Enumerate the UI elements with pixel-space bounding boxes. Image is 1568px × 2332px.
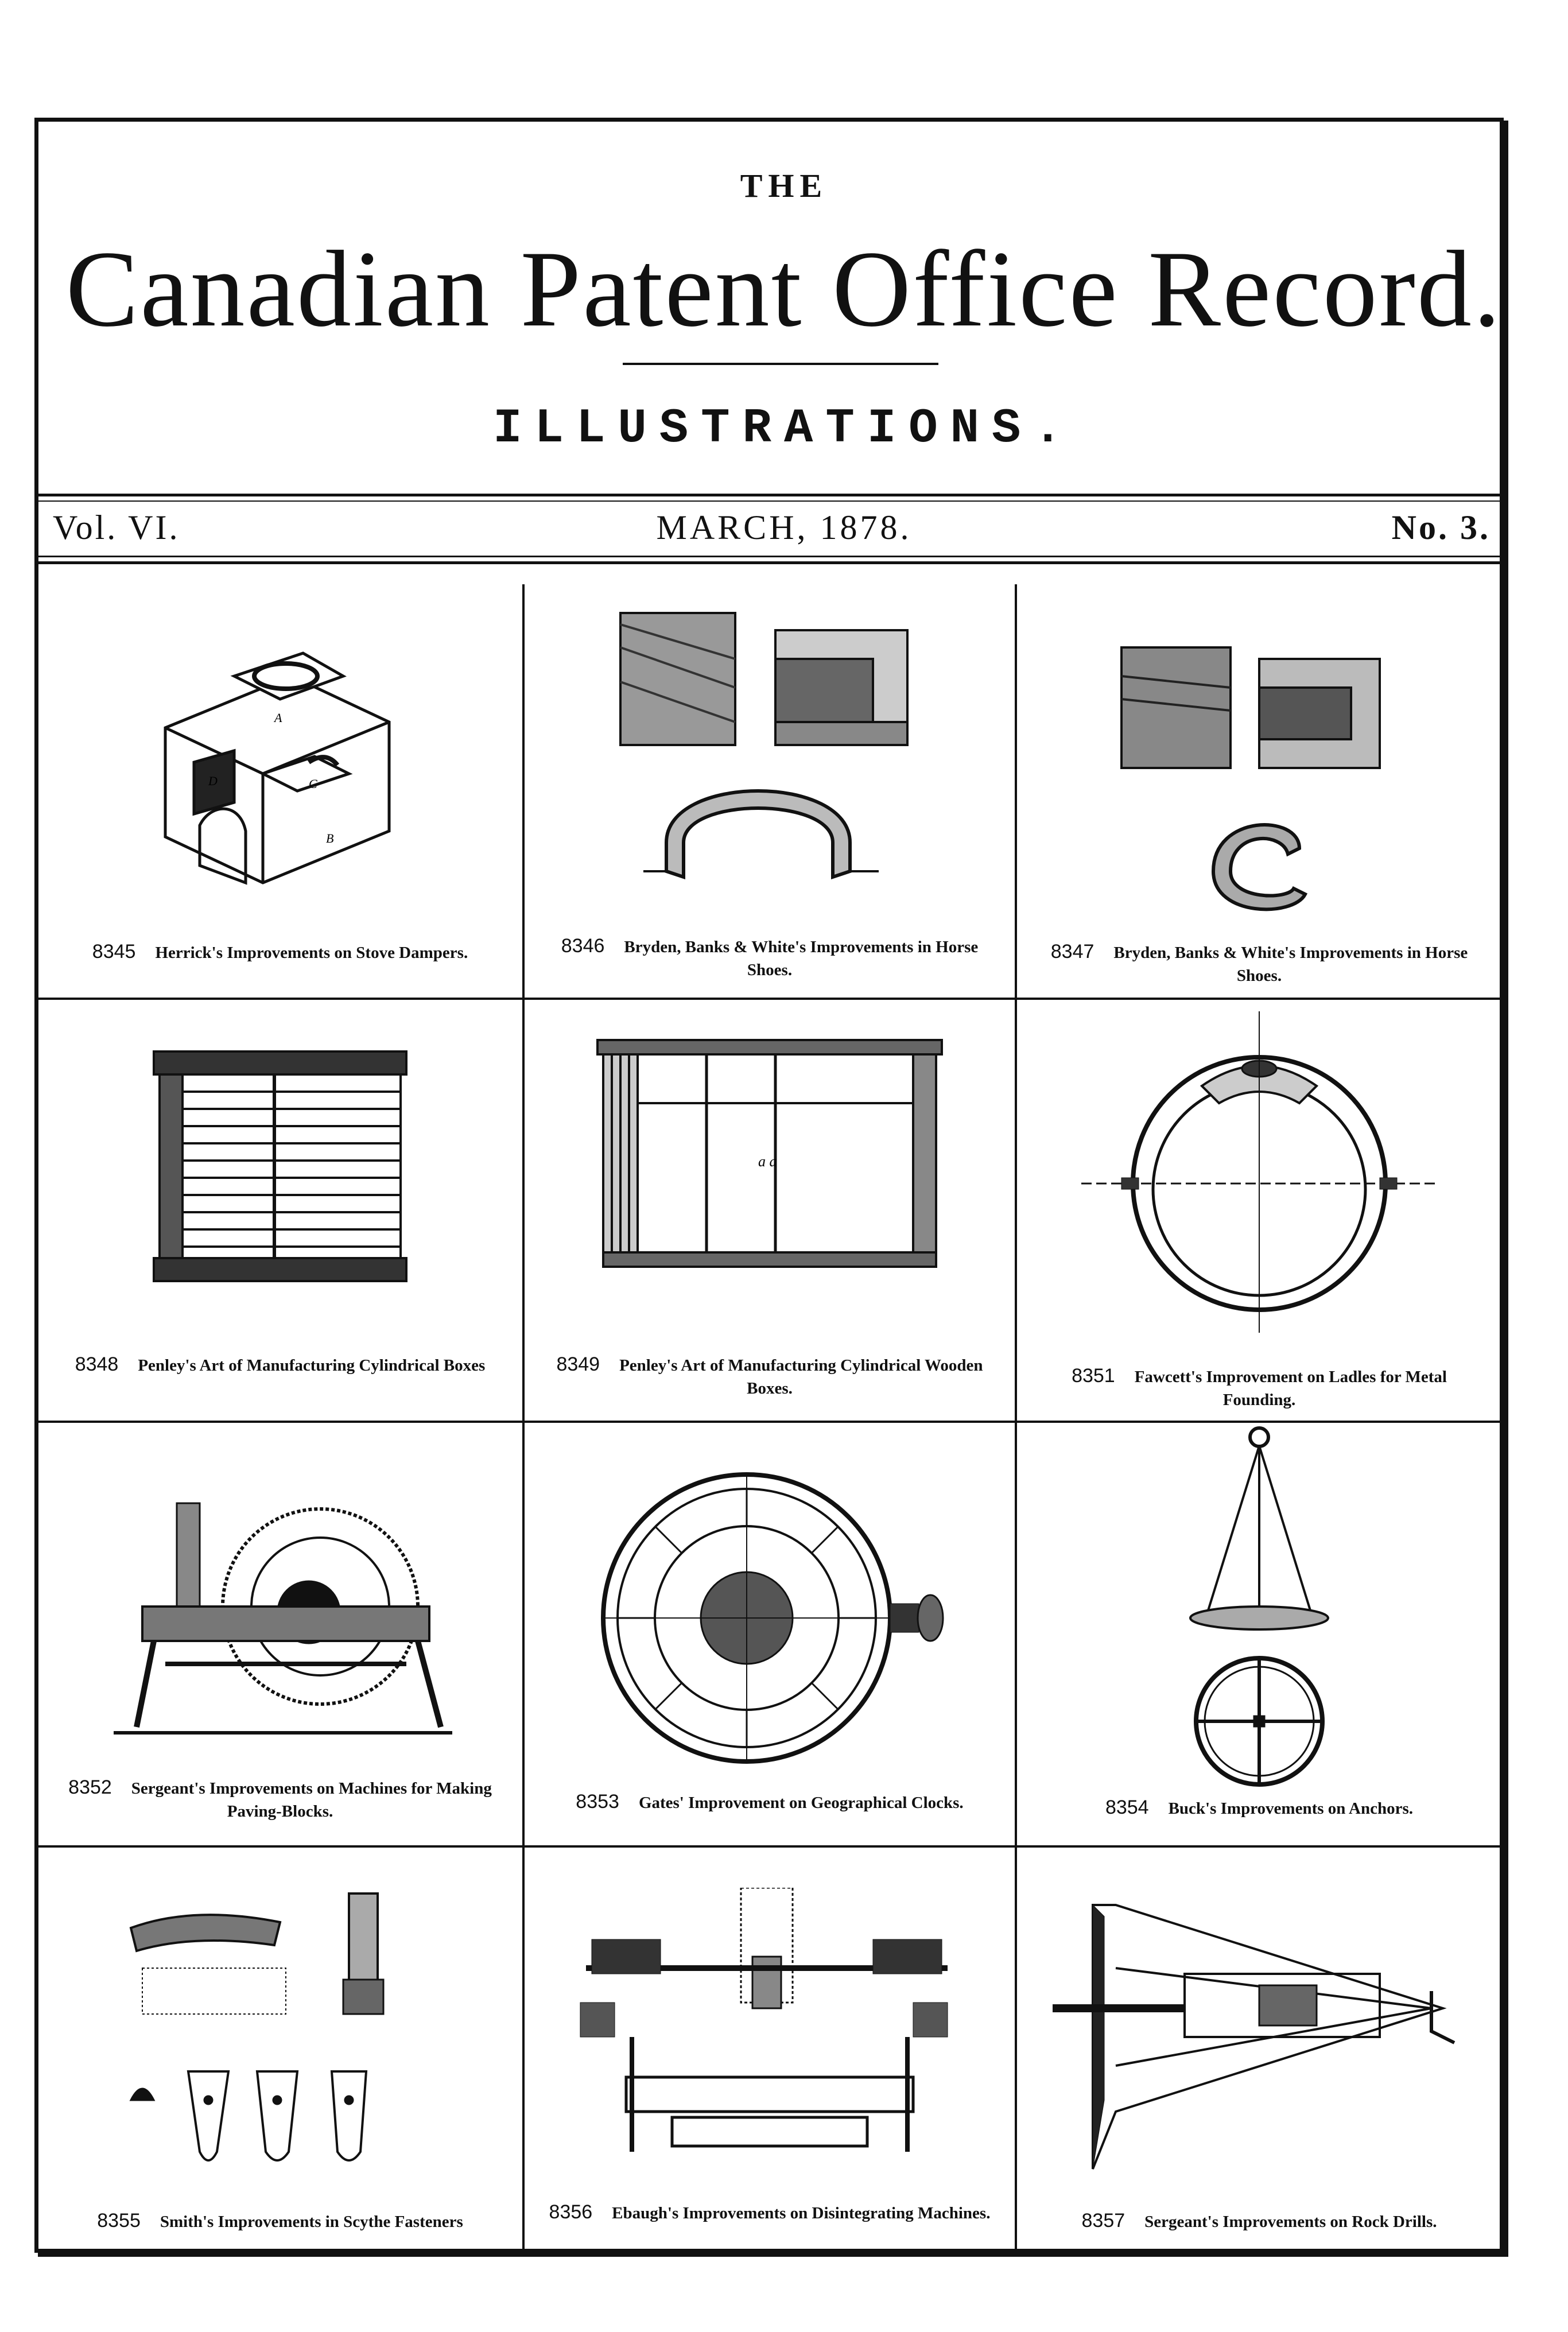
figure-caption: 8355 Smith's Improvements in Scythe Faste…	[38, 2209, 522, 2233]
figure-title: Ebaugh's Improvements on Disintegrating …	[612, 2204, 991, 2222]
figure-cell-8356: 8356 Ebaugh's Improvements on Disintegrat…	[525, 1848, 1015, 2250]
figure-caption: 8351 Fawcett's Improvement on Ladles for …	[1017, 1364, 1501, 1411]
figure-cell-8355: 8355 Smith's Improvements in Scythe Faste…	[38, 1848, 522, 2250]
figure-number: 8354	[1105, 1796, 1149, 1818]
wooden-box-icon: a a	[596, 1039, 943, 1268]
svg-text:B: B	[326, 831, 333, 845]
grid-row-divider-1	[38, 998, 1501, 1000]
anchor-icon	[1189, 1426, 1329, 1787]
volume-label: Vol. VI.	[53, 509, 180, 546]
frame-shadow-right	[1500, 121, 1508, 2257]
header-rule-bottom-thin	[38, 556, 1501, 557]
figure-caption: 8353 Gates' Improvement on Geographical C…	[525, 1790, 1015, 1814]
page-subtitle: ILLUSTRATIONS.	[493, 402, 1075, 456]
figure-cell-8357: 8357 Sergeant's Improvements on Rock Dril…	[1017, 1848, 1501, 2250]
figure-title: Buck's Improvements on Anchors.	[1168, 1799, 1414, 1818]
figure-caption: 8352 Sergeant's Improvements on Machines …	[38, 1776, 522, 1823]
horse-shoe-icon	[619, 612, 909, 880]
issue-number: No. 3.	[1391, 509, 1491, 546]
figure-number: 8355	[97, 2210, 141, 2232]
figure-number: 8356	[549, 2201, 593, 2223]
figure-cell-8347: 8347 Bryden, Banks & White's Improvements…	[1017, 584, 1501, 998]
figure-number: 8345	[92, 941, 136, 963]
issue-date: MARCH, 1878.	[656, 509, 912, 546]
grid-divider-1	[522, 584, 525, 2250]
stove-damper-icon: A C B D	[164, 651, 391, 885]
rock-drill-icon	[1053, 1904, 1456, 2170]
horse-shoe-icon	[1120, 646, 1381, 911]
header-rule-top	[38, 494, 1501, 496]
figure-title: Smith's Improvements in Scythe Fasteners	[160, 2213, 463, 2231]
figure-cell-8346: 8346 Bryden, Banks & White's Improvements…	[525, 584, 1015, 998]
figure-cell-8352: 8352 Sergeant's Improvements on Machines …	[38, 1423, 522, 1845]
grid-row-divider-3	[38, 1845, 1501, 1848]
paving-block-machine-icon	[114, 1502, 452, 1735]
figure-caption: 8346 Bryden, Banks & White's Improvements…	[525, 934, 1015, 981]
header-rule-bottom	[38, 561, 1501, 564]
masthead-the: THE	[740, 167, 828, 204]
svg-text:a a: a a	[758, 1153, 777, 1170]
figure-caption: 8354 Buck's Improvements on Anchors.	[1017, 1796, 1501, 1820]
figure-caption: 8345 Herrick's Improvements on Stove Damp…	[38, 940, 522, 964]
figure-number: 8346	[561, 935, 605, 957]
figure-title: Penley's Art of Manufacturing Cylindrica…	[619, 1356, 983, 1398]
figure-caption: 8349 Penley's Art of Manufacturing Cylind…	[525, 1353, 1015, 1400]
figure-title: Bryden, Banks & White's Improvements in …	[624, 938, 979, 979]
page-title: Canadian Patent Office Record.	[65, 229, 1503, 350]
figure-number: 8349	[556, 1353, 600, 1375]
figure-number: 8352	[68, 1776, 112, 1798]
figure-number: 8353	[576, 1791, 619, 1813]
cylindrical-box-icon	[153, 1050, 407, 1282]
figure-number: 8347	[1050, 941, 1095, 963]
figure-title: Fawcett's Improvement on Ladles for Meta…	[1134, 1368, 1447, 1409]
figure-title: Gates' Improvement on Geographical Clock…	[638, 1794, 964, 1812]
figure-caption: 8356 Ebaugh's Improvements on Disintegrat…	[525, 2201, 1015, 2225]
figure-title: Herrick's Improvements on Stove Dampers.	[155, 944, 468, 962]
figure-cell-8345: A C B D 8345 Herrick's Improvements on St…	[38, 584, 522, 998]
figure-number: 8351	[1072, 1365, 1115, 1387]
grid-row-divider-2	[38, 1421, 1501, 1423]
frame-shadow-bottom	[38, 2250, 1508, 2257]
figure-caption: 8348 Penley's Art of Manufacturing Cylind…	[38, 1353, 522, 1377]
figure-title: Bryden, Banks & White's Improvements in …	[1113, 944, 1468, 985]
figure-cell-8349: a a 8349 Penley's Art of Manufacturing Cy…	[525, 1000, 1015, 1421]
figure-title: Penley's Art of Manufacturing Cylindrica…	[138, 1356, 486, 1375]
figure-caption: 8347 Bryden, Banks & White's Improvements…	[1017, 940, 1501, 987]
figure-caption: 8357 Sergeant's Improvements on Rock Dril…	[1017, 2209, 1501, 2233]
figure-cell-8353: 8353 Gates' Improvement on Geographical C…	[525, 1423, 1015, 1845]
figure-title: Sergeant's Improvements on Rock Drills.	[1144, 2213, 1437, 2231]
svg-text:D: D	[208, 774, 218, 788]
figure-number: 8357	[1081, 2210, 1125, 2232]
title-divider	[623, 363, 938, 365]
svg-text:A: A	[273, 711, 282, 725]
ladle-icon	[1081, 1011, 1437, 1333]
geographical-clock-icon	[601, 1472, 944, 1764]
figure-number: 8348	[75, 1353, 119, 1375]
figure-title: Sergeant's Improvements on Machines for …	[131, 1779, 492, 1821]
figure-cell-8351: 8351 Fawcett's Improvement on Ladles for …	[1017, 1000, 1501, 1421]
header-rule-top-thin	[38, 500, 1501, 502]
figure-cell-8348: 8348 Penley's Art of Manufacturing Cylind…	[38, 1000, 522, 1421]
figure-cell-8354: 8354 Buck's Improvements on Anchors.	[1017, 1423, 1501, 1845]
svg-text:C: C	[309, 777, 317, 791]
scythe-fastener-icon	[129, 1892, 385, 2162]
disintegrating-machine-icon	[580, 1888, 948, 2152]
grid-divider-2	[1015, 584, 1017, 2250]
